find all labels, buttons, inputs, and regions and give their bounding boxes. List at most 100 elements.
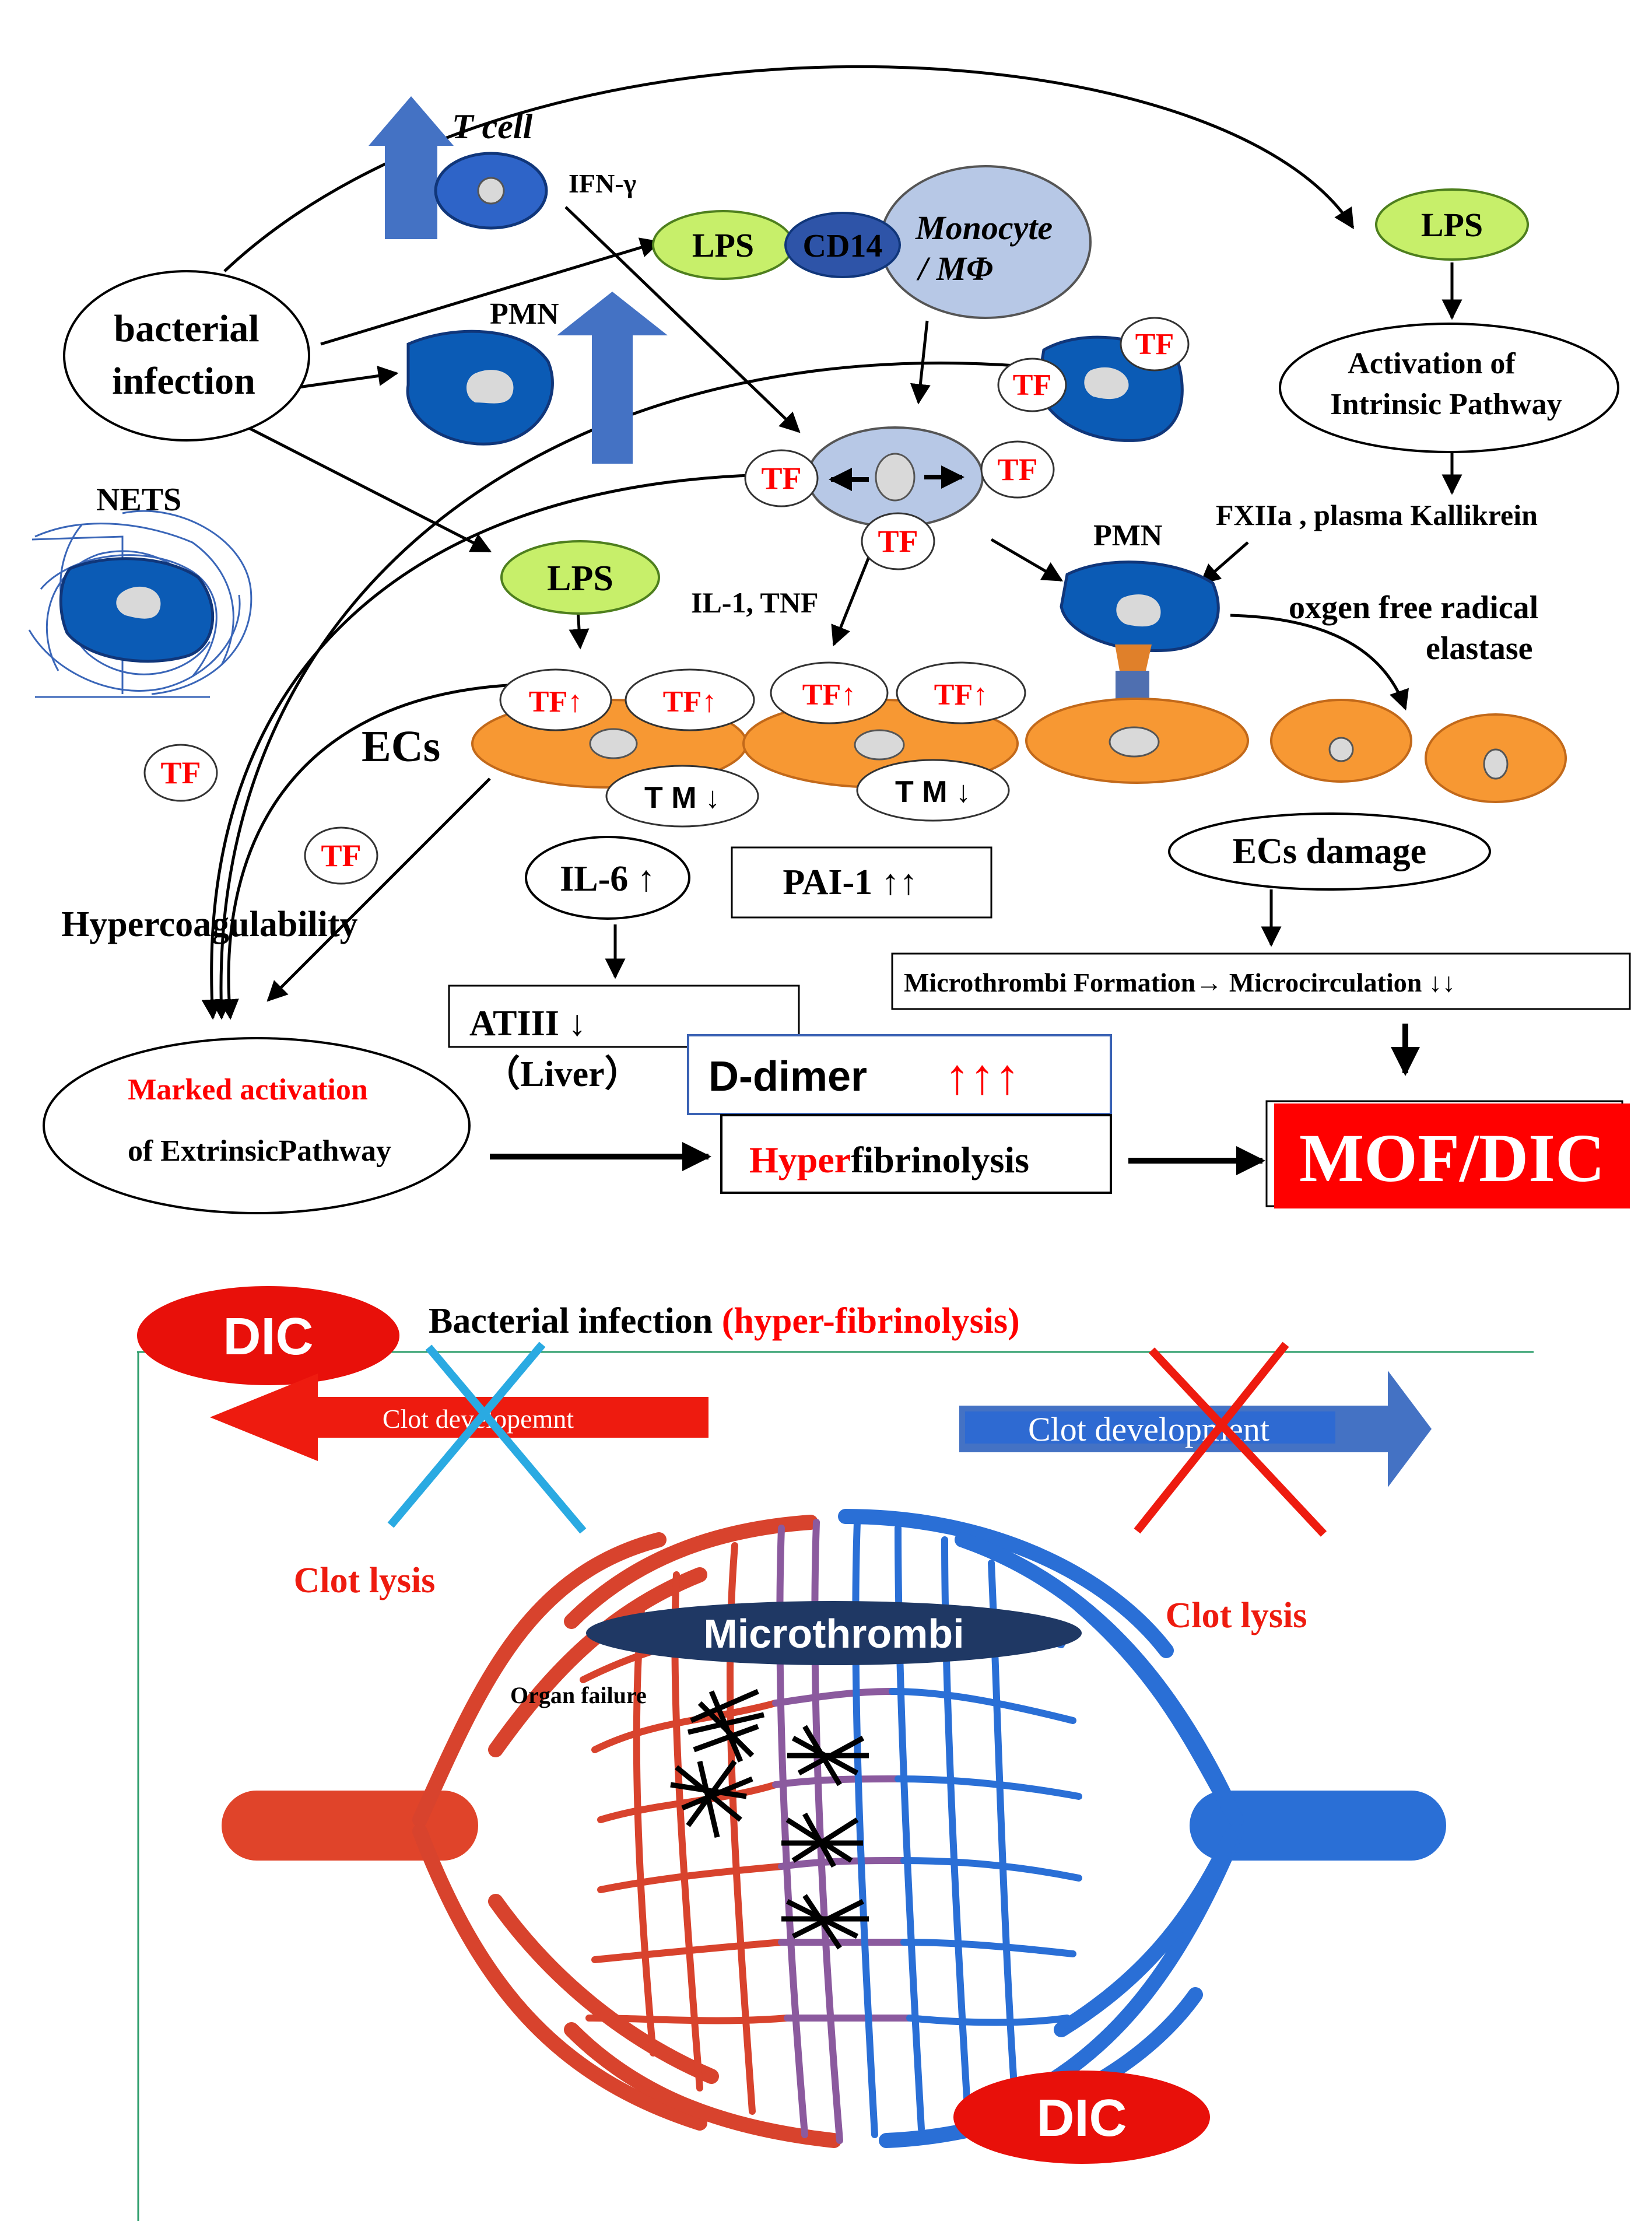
thick-arrows bbox=[490, 1024, 1420, 1175]
hyper-label: Hyper bbox=[749, 1139, 851, 1180]
dic-bottom-label: DIC bbox=[1037, 2089, 1127, 2148]
arrow-ifn-to-tf bbox=[564, 206, 801, 433]
elastase-label: elastase bbox=[1426, 630, 1533, 667]
artery-branches bbox=[412, 1515, 841, 2148]
cross-left-2 bbox=[387, 1341, 546, 1528]
arc-pmn-tf-to-marked bbox=[211, 362, 1039, 1020]
pmn-nucleus-upper-right bbox=[1084, 367, 1129, 400]
fxii-label: FXIIa , plasma Kallikrein bbox=[1216, 499, 1538, 531]
tm-label-2: T M ↓ bbox=[895, 775, 971, 809]
clot-development-right-label-bg bbox=[965, 1411, 1335, 1444]
pmn-label-right: PMN bbox=[1093, 519, 1162, 552]
atiii-label: ATIII ↓ bbox=[469, 1004, 586, 1043]
pai1-label: PAI-1 ↑↑ bbox=[783, 863, 917, 902]
ecs-damage-label: ECs damage bbox=[1233, 832, 1426, 871]
t-cell-label: T cell bbox=[452, 107, 533, 146]
arc-ec-tf-to-marked bbox=[218, 684, 508, 1020]
clot-1 bbox=[687, 1688, 765, 1763]
tf-up-badge-3 bbox=[770, 661, 889, 724]
arrow-infection-to-lps-ec bbox=[220, 412, 492, 553]
lps-ec-label: LPS bbox=[547, 559, 613, 598]
liver-label: （Liver） bbox=[484, 1053, 641, 1094]
ddimer-label: D-dimer bbox=[708, 1053, 867, 1100]
pai1-box bbox=[731, 846, 992, 919]
tf-badge-free-2 bbox=[304, 826, 378, 885]
tf-up-label-2: TF↑ bbox=[663, 685, 717, 719]
lps-monocyte-label: LPS bbox=[692, 226, 754, 264]
ifn-label: IFN-γ bbox=[569, 169, 636, 198]
lps-right-label: LPS bbox=[1421, 206, 1483, 244]
il6-label: IL-6 ↑ bbox=[560, 859, 655, 899]
marked-activation-node bbox=[43, 1037, 471, 1214]
cd14-label: CD14 bbox=[803, 228, 883, 264]
tm-badge-2 bbox=[856, 759, 1010, 822]
tm-badge-1 bbox=[605, 765, 759, 828]
microthrombi-formation-box bbox=[891, 952, 1631, 1010]
hyper-fibrinolysis-label: (hyper-fibrinolysis) bbox=[722, 1301, 1020, 1341]
cross-right-2 bbox=[1134, 1341, 1289, 1534]
mof-dic-box bbox=[1274, 1104, 1630, 1208]
t-cell-nucleus bbox=[477, 177, 505, 205]
tf-label-free-2: TF bbox=[321, 838, 361, 873]
arrow-fxii-to-pmn bbox=[1199, 541, 1249, 585]
clot-lysis-right: Clot lysis bbox=[1166, 1596, 1307, 1635]
lps-right bbox=[1375, 188, 1529, 261]
pmn-up-arrow bbox=[557, 292, 668, 464]
hypercoag-label: Hypercoagulability bbox=[61, 905, 358, 944]
tf-badge-1 bbox=[1120, 317, 1190, 372]
cross-right-1 bbox=[1148, 1347, 1327, 1537]
microthrombi-clots bbox=[670, 1688, 869, 1950]
clot-4 bbox=[781, 1812, 863, 1868]
ecs-label: ECs bbox=[362, 722, 440, 771]
tf-up-label-3: TF↑ bbox=[802, 678, 856, 712]
arrow-pmn-to-ec bbox=[1230, 614, 1409, 711]
tf-up-badge-2 bbox=[625, 668, 755, 731]
ddimer-box bbox=[687, 1034, 1112, 1115]
nets-label: NETS bbox=[96, 482, 181, 518]
pmn-nucleus-right bbox=[1116, 594, 1161, 627]
arrow-infection-to-lps-mono bbox=[320, 237, 661, 346]
tf-badge-4 bbox=[980, 440, 1055, 499]
tf-badge-5 bbox=[861, 512, 935, 570]
monocyte-label: Monocyte bbox=[915, 209, 1053, 247]
arrow-mono-down bbox=[910, 320, 931, 405]
pmn-label-left: PMN bbox=[490, 297, 559, 331]
mof-dic-label: MOF/DIC bbox=[1299, 1120, 1605, 1196]
dic-top-badge bbox=[137, 1286, 399, 1385]
ddimer-arrows: ↑↑↑ bbox=[945, 1049, 1020, 1105]
tf-label-2: TF bbox=[1013, 369, 1051, 402]
microthrombi-badge bbox=[586, 1601, 1082, 1665]
tf-label-5: TF bbox=[878, 524, 918, 559]
cd14 bbox=[784, 212, 901, 278]
il1-tnf-label: IL-1, TNF bbox=[691, 586, 819, 619]
arrow-tf-to-ec bbox=[831, 542, 876, 647]
clot-3 bbox=[787, 1725, 869, 1786]
tm-label-1: T M ↓ bbox=[644, 781, 720, 815]
bacterial-infection-node bbox=[63, 270, 310, 442]
tf-badge-free-1 bbox=[143, 744, 218, 802]
bottom-title: Bacterial infection (hyper-fibrinolysis) bbox=[429, 1301, 1020, 1341]
bacterial-infection-label: Bacterial infection bbox=[429, 1301, 722, 1341]
tf-up-label-4: TF↑ bbox=[934, 678, 988, 712]
bacterial-label: bacterial bbox=[114, 307, 259, 350]
tf-up-badge-4 bbox=[896, 661, 1026, 724]
tcell-up-arrow bbox=[369, 96, 454, 239]
intrinsic-label-1: Activation of bbox=[1348, 347, 1516, 380]
dic-bottom-badge bbox=[953, 2071, 1210, 2164]
activated-monocyte-nucleus bbox=[875, 453, 916, 502]
arrow-ec-to-marked bbox=[266, 777, 491, 1002]
tf-label-4: TF bbox=[997, 452, 1037, 487]
il6-node bbox=[525, 836, 690, 920]
clot-lysis-left: Clot lysis bbox=[294, 1561, 436, 1600]
marked-label-2: of ExtrinsicPathway bbox=[128, 1134, 391, 1168]
clot-5 bbox=[781, 1894, 869, 1950]
hyperfibrinolysis-text: Hyperfibrinolysis bbox=[749, 1139, 1029, 1180]
oxygen-label: oxgen free radical bbox=[1289, 590, 1538, 626]
tf-label-3: TF bbox=[761, 461, 801, 496]
flow-arrows bbox=[201, 65, 1462, 1020]
ec-nuclei bbox=[589, 726, 1509, 780]
microthrombi-formation-label: Microthrombi Formation→ Microcirculation… bbox=[904, 968, 1455, 997]
tf-up-badge-1 bbox=[499, 668, 612, 731]
